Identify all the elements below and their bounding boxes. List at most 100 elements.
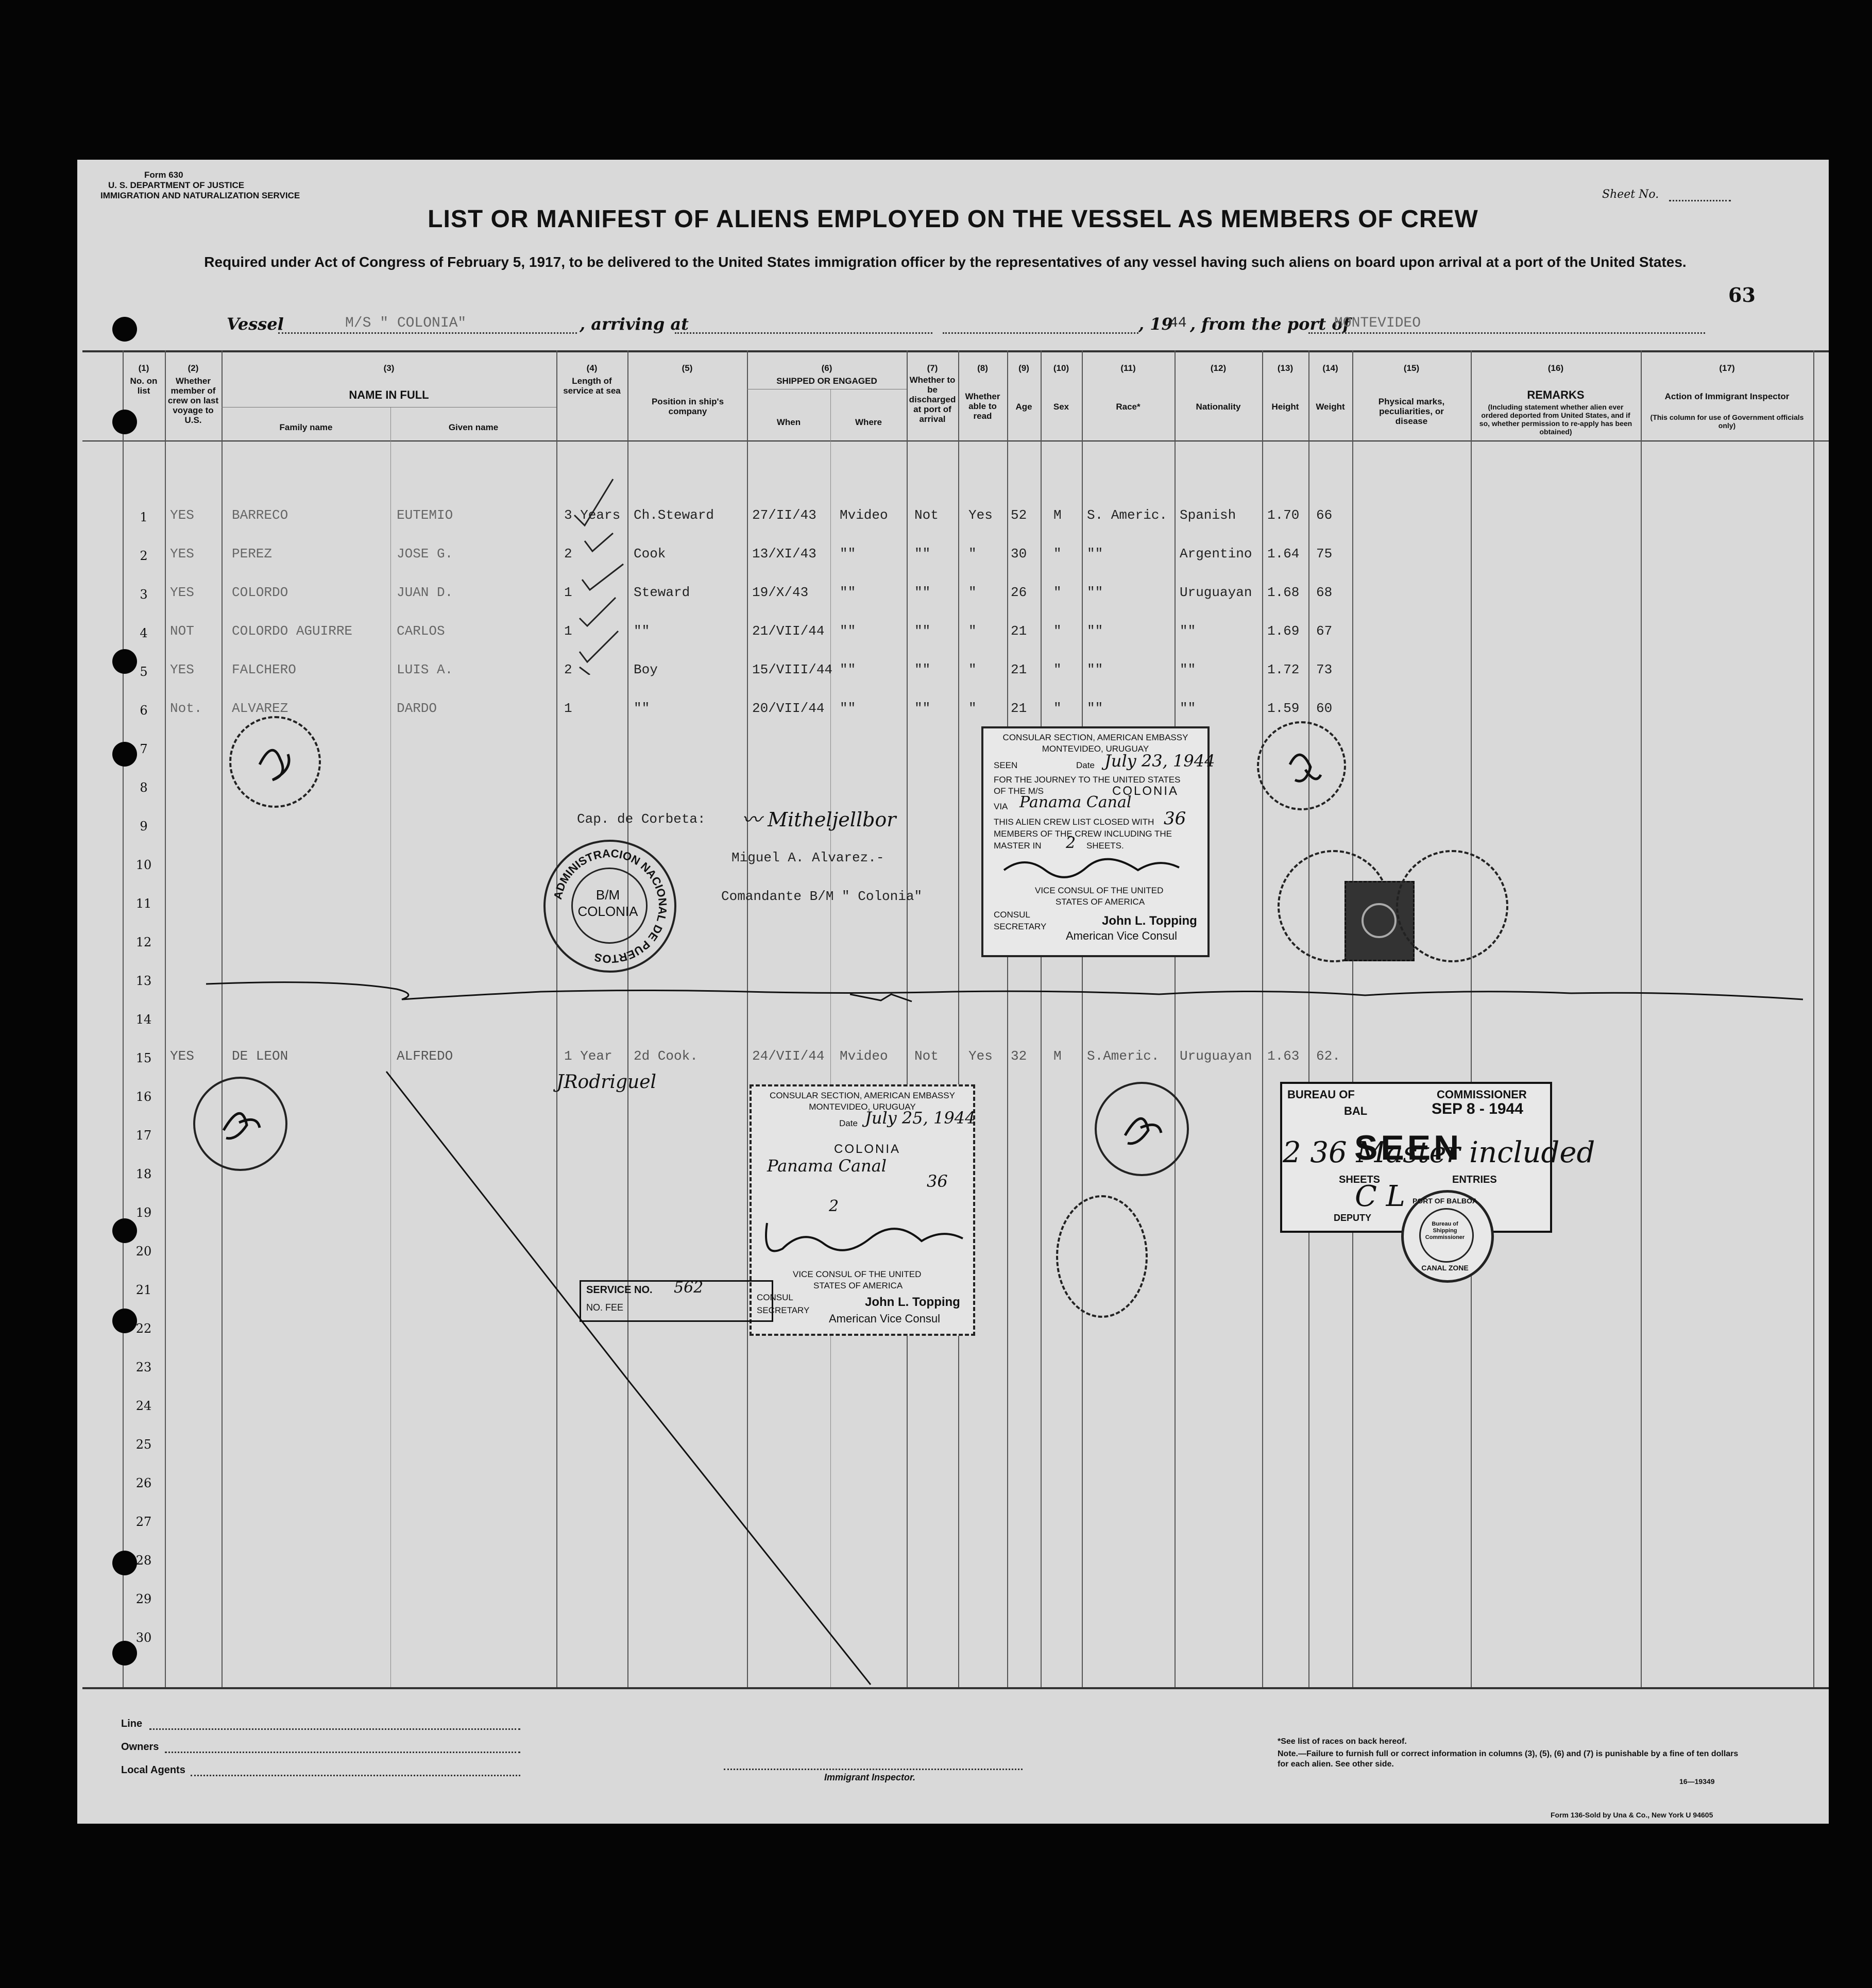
row-family-name[interactable]: FALCHERO <box>232 662 296 677</box>
arrival-date-field[interactable] <box>943 332 1138 334</box>
row-shipped-where[interactable]: "" <box>840 623 856 639</box>
row-last-voyage[interactable]: YES <box>170 585 194 600</box>
row-discharged[interactable]: Not <box>914 507 939 523</box>
row-shipped-where[interactable]: Mvideo <box>840 507 888 523</box>
inspector-signature-line[interactable] <box>724 1769 1023 1770</box>
row-service-length[interactable]: 2 <box>564 546 572 562</box>
row-shipped-where[interactable]: Mvideo <box>840 1048 888 1064</box>
row-shipped-when[interactable]: 19/X/43 <box>752 585 809 600</box>
row-service-length[interactable]: 1 <box>564 585 572 600</box>
footer-line-field[interactable] <box>149 1728 520 1730</box>
row-service-length[interactable]: 3 Years <box>564 507 621 523</box>
row-shipped-when[interactable]: 20/VII/44 <box>752 701 825 716</box>
footer-owners-field[interactable] <box>165 1752 520 1753</box>
row-shipped-when[interactable]: 27/II/43 <box>752 507 816 523</box>
arriving-at-field[interactable] <box>675 332 932 334</box>
row-family-name[interactable]: BARRECO <box>232 507 288 523</box>
row-discharged[interactable]: "" <box>914 623 931 639</box>
row-last-voyage[interactable]: YES <box>170 546 194 562</box>
year-value[interactable]: 44 <box>1169 315 1187 331</box>
row-shipped-when[interactable]: 21/VII/44 <box>752 623 825 639</box>
row-given-name[interactable]: DARDO <box>397 701 437 716</box>
row-family-name[interactable]: PEREZ <box>232 546 273 562</box>
row-given-name[interactable]: LUIS A. <box>397 662 453 677</box>
row-height[interactable]: 1.68 <box>1267 585 1300 600</box>
row-nationality[interactable]: Uruguayan <box>1180 585 1252 600</box>
row-family-name[interactable]: COLORDO <box>232 585 288 600</box>
row-service-length[interactable]: 1 <box>564 623 572 639</box>
row-given-name[interactable]: CARLOS <box>397 623 445 639</box>
row-shipped-when[interactable]: 13/XI/43 <box>752 546 816 562</box>
row-able-to-read[interactable]: " <box>968 662 977 677</box>
row-age[interactable]: 21 <box>1011 623 1027 639</box>
row-given-name[interactable]: ALFREDO <box>397 1048 453 1064</box>
row-height[interactable]: 1.63 <box>1267 1048 1300 1064</box>
service-number-value[interactable]: 562 <box>674 1279 704 1297</box>
row-able-to-read[interactable]: " <box>968 546 977 562</box>
row-weight[interactable]: 75 <box>1316 546 1333 562</box>
row-family-name[interactable]: DE LEON <box>232 1048 288 1064</box>
row-shipped-where[interactable]: "" <box>840 546 856 562</box>
row-race[interactable]: "" <box>1087 546 1103 562</box>
row-given-name[interactable]: JOSE G. <box>397 546 453 562</box>
row-given-name[interactable]: EUTEMIO <box>397 507 453 523</box>
row-race[interactable]: "" <box>1087 701 1103 716</box>
row-age[interactable]: 26 <box>1011 585 1027 600</box>
row-weight[interactable]: 67 <box>1316 623 1333 639</box>
row-shipped-where[interactable]: "" <box>840 585 856 600</box>
row-sex[interactable]: " <box>1053 662 1062 677</box>
row-weight[interactable]: 73 <box>1316 662 1333 677</box>
row-service-length[interactable]: 1 Year <box>564 1048 612 1064</box>
row-age[interactable]: 21 <box>1011 662 1027 677</box>
row-weight[interactable]: 60 <box>1316 701 1333 716</box>
row-discharged[interactable]: "" <box>914 546 931 562</box>
row-position[interactable]: Ch.Steward <box>634 507 714 523</box>
row-race[interactable]: "" <box>1087 662 1103 677</box>
row-sex[interactable]: M <box>1053 507 1062 523</box>
row-nationality[interactable]: "" <box>1180 662 1196 677</box>
row-family-name[interactable]: COLORDO AGUIRRE <box>232 623 353 639</box>
row-last-voyage[interactable]: YES <box>170 1048 194 1064</box>
row-weight[interactable]: 66 <box>1316 507 1333 523</box>
row-able-to-read[interactable]: Yes <box>968 1048 993 1064</box>
row-age[interactable]: 32 <box>1011 1048 1027 1064</box>
row-nationality[interactable]: "" <box>1180 701 1196 716</box>
row-position[interactable]: "" <box>634 623 650 639</box>
row-position[interactable]: Steward <box>634 585 690 600</box>
row-age[interactable]: 30 <box>1011 546 1027 562</box>
vessel-name[interactable]: M/S " COLONIA" <box>345 315 467 331</box>
row-weight[interactable]: 62. <box>1316 1048 1340 1064</box>
row-position[interactable]: 2d Cook. <box>634 1048 698 1064</box>
footer-agents-field[interactable] <box>191 1775 520 1776</box>
row-height[interactable]: 1.59 <box>1267 701 1300 716</box>
row-discharged[interactable]: "" <box>914 662 931 677</box>
row-nationality[interactable]: Argentino <box>1180 546 1252 562</box>
row-race[interactable]: S.Americ. <box>1087 1048 1160 1064</box>
row-age[interactable]: 52 <box>1011 507 1027 523</box>
row-service-length[interactable]: 1 <box>564 701 572 716</box>
row-last-voyage[interactable]: NOT <box>170 623 194 639</box>
row-last-voyage[interactable]: Not. <box>170 701 202 716</box>
row-last-voyage[interactable]: YES <box>170 662 194 677</box>
row-family-name[interactable]: ALVAREZ <box>232 701 288 716</box>
row-height[interactable]: 1.70 <box>1267 507 1300 523</box>
row-able-to-read[interactable]: " <box>968 585 977 600</box>
row-able-to-read[interactable]: " <box>968 623 977 639</box>
row-race[interactable]: "" <box>1087 585 1103 600</box>
row-height[interactable]: 1.72 <box>1267 662 1300 677</box>
row-sex[interactable]: " <box>1053 701 1062 716</box>
row-discharged[interactable]: "" <box>914 701 931 716</box>
row-shipped-when[interactable]: 24/VII/44 <box>752 1048 825 1064</box>
row-height[interactable]: 1.64 <box>1267 546 1300 562</box>
row-discharged[interactable]: "" <box>914 585 931 600</box>
row-race[interactable]: S. Americ. <box>1087 507 1168 523</box>
row-discharged[interactable]: Not <box>914 1048 939 1064</box>
row-position[interactable]: Boy <box>634 662 658 677</box>
row-shipped-when[interactable]: 15/VIII/44 <box>752 662 833 677</box>
row-sex[interactable]: " <box>1053 546 1062 562</box>
row-sex[interactable]: M <box>1053 1048 1062 1064</box>
row-nationality[interactable]: Uruguayan <box>1180 1048 1252 1064</box>
row-able-to-read[interactable]: Yes <box>968 507 993 523</box>
row-position[interactable]: Cook <box>634 546 666 562</box>
row-height[interactable]: 1.69 <box>1267 623 1300 639</box>
